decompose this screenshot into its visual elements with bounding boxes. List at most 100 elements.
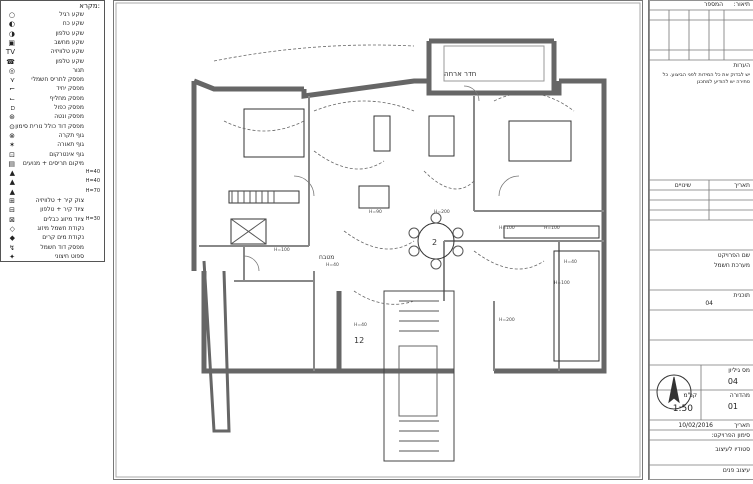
tb-date: 10/02/2016 <box>678 422 713 429</box>
legend-label: מפסק ונטה <box>54 113 84 120</box>
armchair <box>359 186 389 208</box>
svg-text:2: 2 <box>432 238 437 247</box>
svg-text:H=100: H=100 <box>544 225 560 231</box>
legend-symbol-icon: ⋎ <box>3 76 15 85</box>
legend-label: נקודת מים קרים <box>42 234 84 241</box>
bed-master <box>244 109 304 157</box>
legend-label: ספוט חיצוני <box>55 253 84 260</box>
svg-text:H=200: H=200 <box>499 317 515 323</box>
legend-title: מקרא: <box>79 2 100 10</box>
legend-symbol-icon: ▤ <box>3 160 15 169</box>
legend-value: H=70 <box>86 188 100 194</box>
stairwell <box>384 291 454 461</box>
svg-text:H=40: H=40 <box>326 262 339 268</box>
legend-value: H=40 <box>86 178 100 184</box>
legend-label: שקע טלפון <box>56 30 85 37</box>
legend-label: צוק קיר + טלוויזיה <box>36 197 84 204</box>
legend-symbol-icon: ◑ <box>3 30 15 39</box>
legend-item: ✦ ספוט חיצוני <box>3 253 102 263</box>
legend-label: מפסק דוד כולל נורית סימון <box>15 123 84 130</box>
legend-symbol-icon: ↯ <box>3 244 15 253</box>
legend-symbol-icon: ▲ <box>3 178 15 187</box>
legend-value: H=40 <box>86 169 100 175</box>
legend-symbol-icon: ⊡ <box>3 151 15 160</box>
legend-symbol-icon: TV <box>3 48 15 57</box>
tb-plan-label: תוכנית <box>734 292 750 299</box>
legend-symbol-icon: ◇ <box>3 225 15 234</box>
legend-symbol-icon: ○ <box>3 11 15 20</box>
legend-symbol-icon: ✶ <box>3 141 15 150</box>
tb-date-label: תאריך <box>734 182 750 189</box>
tb-col-a: המספר <box>704 1 723 8</box>
svg-text:H=200: H=200 <box>434 209 450 215</box>
legend-label: מפסק יחיד <box>56 85 84 92</box>
legend-label: נקודת חשמל מיזוג <box>37 225 84 232</box>
legend-symbol-icon: ◆ <box>3 234 15 243</box>
tb-file-label: סימון הפרויקט: <box>711 432 750 439</box>
svg-text:H=90: H=90 <box>369 209 382 215</box>
legend-label: שקע רגיל <box>59 11 84 18</box>
legend-label: ציוד מיזוג כבלים <box>43 216 84 223</box>
svg-text:H=100: H=100 <box>499 225 515 231</box>
legend-symbol-icon: ⊛ <box>3 113 15 122</box>
title-block: תיאור: המספר הערות יש לבדוק את כל המידות… <box>648 0 753 480</box>
legend-label: שקע כח <box>63 20 84 27</box>
legend: מקרא: ○ שקע רגיל ◐ שקע כח ◑ שקע טלפון ▣ שקע מחש… <box>0 0 105 262</box>
tb-header: תיאור: <box>734 1 750 8</box>
svg-text:H=40: H=40 <box>354 322 367 328</box>
legend-label: גוף תאורה <box>57 141 84 148</box>
legend-value: H=30 <box>86 216 100 222</box>
svg-text:H=40: H=40 <box>564 259 577 265</box>
tb-client-label: שם הפרויקט <box>718 252 750 259</box>
tb-notes-title: הערות <box>733 62 750 69</box>
tb-date-field: תאריך <box>734 422 750 429</box>
tb-rev-label: מהדורה <box>730 392 750 399</box>
legend-label: גוף אינטרקום <box>49 151 84 158</box>
sofa <box>429 116 454 156</box>
legend-symbol-icon: ⌙ <box>3 95 15 104</box>
tb-plan-no: 04 <box>705 300 713 307</box>
floor-plan: חדר ארחה מטבח 2 12 H=100 H=100 H=40 H=10… <box>113 0 643 480</box>
tb-scale: 1:50 <box>673 404 693 414</box>
legend-symbol-icon: ⊟ <box>3 206 15 215</box>
legend-label: שקע טלפון <box>56 58 85 65</box>
legend-symbol-icon: ✦ <box>3 253 15 262</box>
svg-text:12: 12 <box>354 336 364 345</box>
svg-text:H=100: H=100 <box>554 280 570 286</box>
legend-symbol-icon: ▲ <box>3 188 15 197</box>
tb-changes-label: שינויים <box>675 182 691 189</box>
legend-symbol-icon: ◐ <box>3 20 15 29</box>
legend-label: מפסק לתריס חשמלי <box>31 76 84 83</box>
bed-right <box>509 121 571 161</box>
legend-label: מפסק מחליף <box>50 95 84 102</box>
legend-symbol-icon: ⊞ <box>3 197 15 206</box>
tb-rev: 01 <box>728 402 738 411</box>
legend-symbol-icon: ☎ <box>3 58 15 67</box>
legend-symbol-icon: ◎ <box>3 67 15 76</box>
legend-symbol-icon: ⌐ <box>3 85 15 94</box>
room-label-guest: חדר ארחה <box>444 70 476 78</box>
legend-label: תנור <box>73 67 84 74</box>
legend-symbol-icon: ▣ <box>3 39 15 48</box>
tb-studio: סטודיו לעיצוב <box>715 446 750 453</box>
floor-plan-svg: חדר ארחה מטבח 2 12 H=100 H=100 H=40 H=10… <box>114 1 642 479</box>
tb-address: עיצוב פנים <box>723 467 750 474</box>
legend-label: מפסק דוד חשמל <box>40 244 84 251</box>
legend-label: גוף תקרה <box>59 132 84 139</box>
legend-label: מיקום תריסים + מנועים <box>23 160 84 167</box>
tb-sheet-label: מס גיליון <box>728 367 750 374</box>
tb-scale-label: קנ"מ <box>684 392 698 399</box>
svg-text:H=100: H=100 <box>274 247 290 253</box>
legend-symbol-icon: ⫏ <box>3 104 15 113</box>
tb-client: מערכת חשמל <box>714 262 750 269</box>
legend-symbol-icon: ▲ <box>3 169 15 178</box>
legend-symbol-icon: ⊠ <box>3 216 15 225</box>
legend-label: שקע מחשב <box>54 39 84 46</box>
legend-label: ציוד קיר + טלפון <box>40 206 84 213</box>
tb-notes: יש לבדוק את כל המידות לפני הביצוע. כל סת… <box>652 72 750 86</box>
legend-label: מפסק כפול <box>54 104 84 111</box>
legend-symbol-icon: ⊗ <box>3 132 15 141</box>
legend-label: שקע טלוויזיה <box>51 48 84 55</box>
svg-text:מטבח: מטבח <box>319 254 334 261</box>
tb-sheet: 04 <box>728 377 738 386</box>
